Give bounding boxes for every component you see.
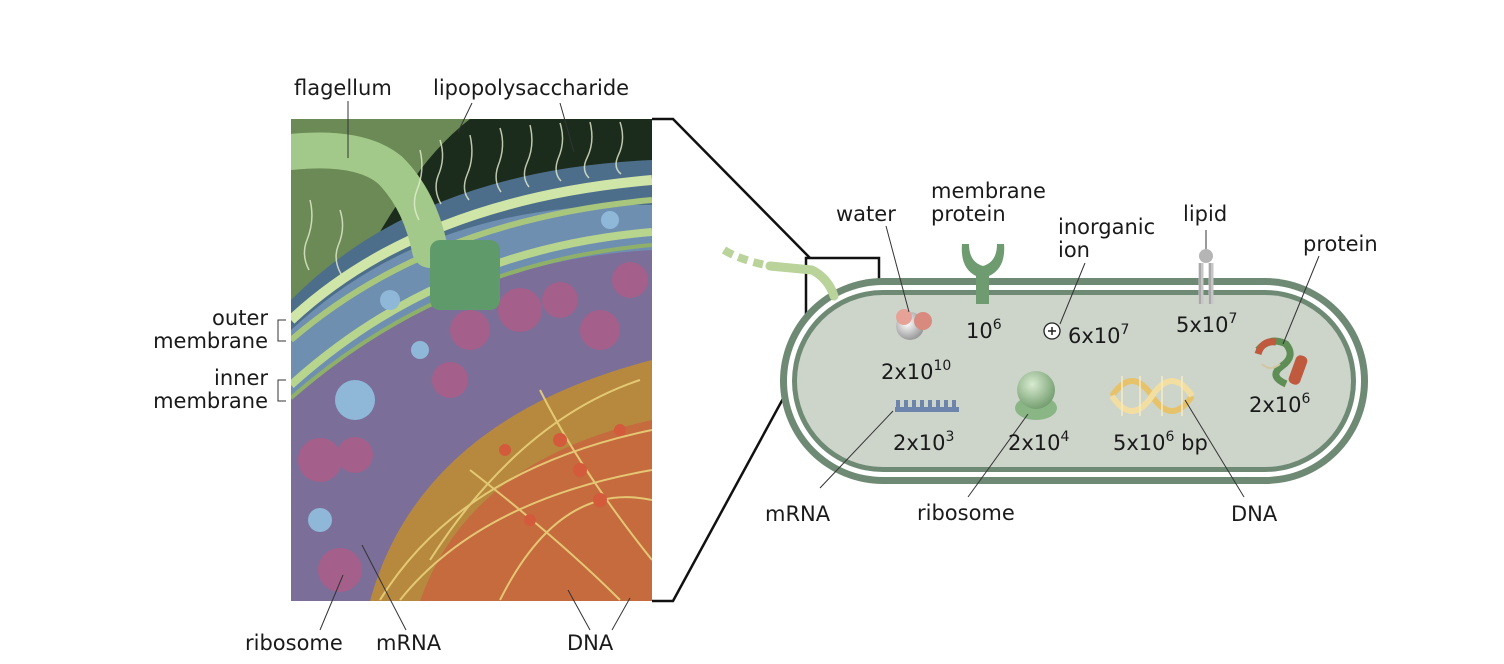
- dna-count: 5x106 bp: [1113, 429, 1208, 455]
- mrna-label-right: mRNA: [765, 502, 831, 526]
- outer-membrane-label-line2: membrane: [153, 329, 268, 353]
- membrane-protein-count: 106: [966, 317, 1002, 343]
- flagellum-schematic: [721, 246, 839, 301]
- inorganic-ion-label-line1: inorganic: [1058, 215, 1156, 239]
- cell-cross-section-illustration: [291, 119, 652, 601]
- mrna-graphic: [895, 400, 959, 412]
- lipopolysaccharide-label: lipopolysaccharide: [433, 76, 630, 100]
- right-leader-lines: [819, 225, 1320, 498]
- protein-label: protein: [1303, 232, 1378, 256]
- flagellum-label: flagellum: [294, 76, 392, 100]
- ribosome-count: 2x104: [1008, 429, 1070, 455]
- lipid-label: lipid: [1183, 202, 1228, 226]
- protein-count: 2x106: [1249, 391, 1311, 417]
- cell-schematic: [780, 278, 1368, 484]
- mrna-label-left: mRNA: [376, 631, 442, 655]
- dna-label-left: DNA: [567, 631, 614, 655]
- inorganic-ion-label-line2: ion: [1058, 238, 1090, 262]
- lipid-graphic: [1198, 249, 1214, 304]
- dna-label-right: DNA: [1231, 502, 1278, 526]
- membrane-protein-graphic: [961, 244, 1005, 304]
- lipid-count: 5x107: [1176, 311, 1238, 337]
- water-count: 2x1010: [881, 358, 952, 384]
- protein-graphic: [1254, 337, 1308, 388]
- mrna-count: 2x103: [893, 429, 955, 455]
- ribosome-label-right: ribosome: [917, 501, 1015, 525]
- inorganic-ion-graphic: [1043, 322, 1061, 340]
- water-molecule-graphic: [896, 309, 932, 340]
- membrane-protein-label-line2: protein: [931, 202, 1006, 226]
- ribosome-label-left: ribosome: [245, 631, 343, 655]
- inner-membrane-label-line1: inner: [213, 366, 268, 390]
- membrane-protein-label-line1: membrane: [931, 179, 1046, 203]
- left-leader-lines: [277, 101, 631, 631]
- inner-membrane-label-line2: membrane: [153, 389, 268, 413]
- dna-helix-graphic: [1109, 376, 1195, 416]
- ribosome-graphic: [1015, 371, 1057, 420]
- outer-membrane-label-line1: outer: [212, 306, 268, 330]
- water-label: water: [836, 202, 896, 226]
- inorganic-ion-count: 6x107: [1068, 322, 1130, 348]
